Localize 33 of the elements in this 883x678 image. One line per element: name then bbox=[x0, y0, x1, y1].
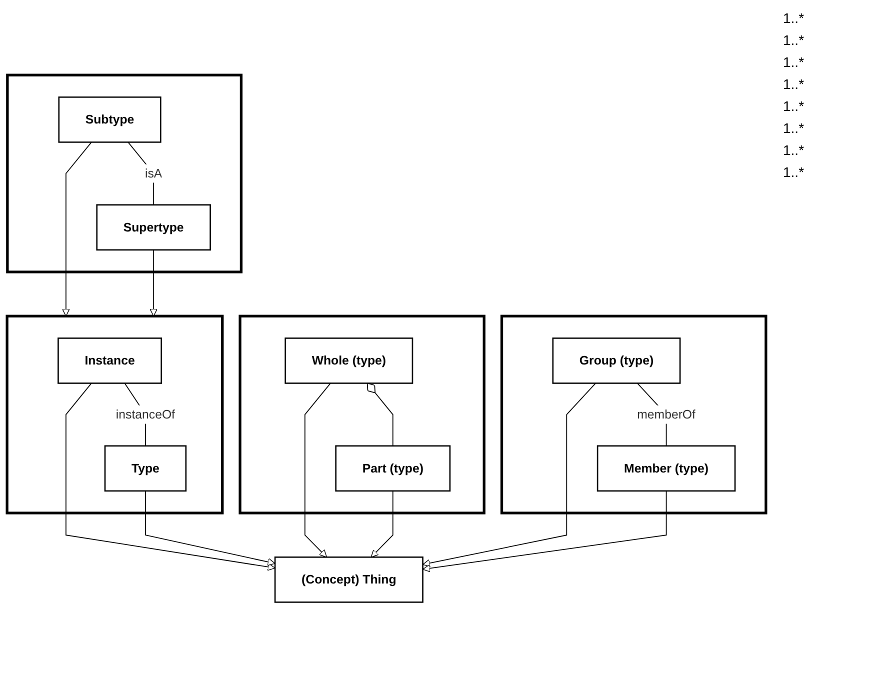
edge-label: instanceOf bbox=[116, 407, 176, 422]
node-box: (Concept) Thing bbox=[274, 556, 424, 604]
connector bbox=[128, 142, 154, 206]
arrow bbox=[150, 250, 158, 317]
connector bbox=[366, 383, 394, 447]
node-box: Whole (type) bbox=[284, 338, 414, 384]
arrow bbox=[145, 490, 276, 566]
node-box: Type bbox=[104, 446, 187, 492]
cluster bbox=[500, 315, 768, 515]
multiplicity-label: 1..* bbox=[783, 98, 806, 114]
arrow bbox=[370, 490, 394, 558]
multiplicity-label: 1..* bbox=[783, 142, 806, 158]
node-box: Instance bbox=[58, 338, 162, 384]
multiplicity-label: 1..* bbox=[783, 76, 806, 92]
multiplicity-label: 1..* bbox=[783, 32, 806, 48]
arrow bbox=[422, 490, 667, 573]
cluster bbox=[238, 315, 486, 515]
multiplicity-label: 1..* bbox=[783, 120, 806, 136]
node-box: Supertype bbox=[96, 204, 211, 251]
multiplicity-label: 1..* bbox=[783, 10, 806, 26]
node-box: Member (type) bbox=[596, 446, 736, 492]
multiplicity-label: 1..* bbox=[783, 54, 806, 70]
multiplicity-label: 1..* bbox=[783, 164, 806, 180]
arrow bbox=[304, 383, 331, 558]
edge-label: isA bbox=[144, 166, 162, 181]
node-box: Part (type) bbox=[335, 446, 451, 492]
arrow bbox=[422, 383, 596, 568]
arrow bbox=[62, 142, 92, 317]
cluster bbox=[6, 74, 243, 274]
node-box: Group (type) bbox=[552, 338, 681, 384]
cluster bbox=[6, 315, 224, 515]
node-box: Subtype bbox=[58, 96, 162, 144]
edge-label: memberOf bbox=[637, 407, 696, 422]
